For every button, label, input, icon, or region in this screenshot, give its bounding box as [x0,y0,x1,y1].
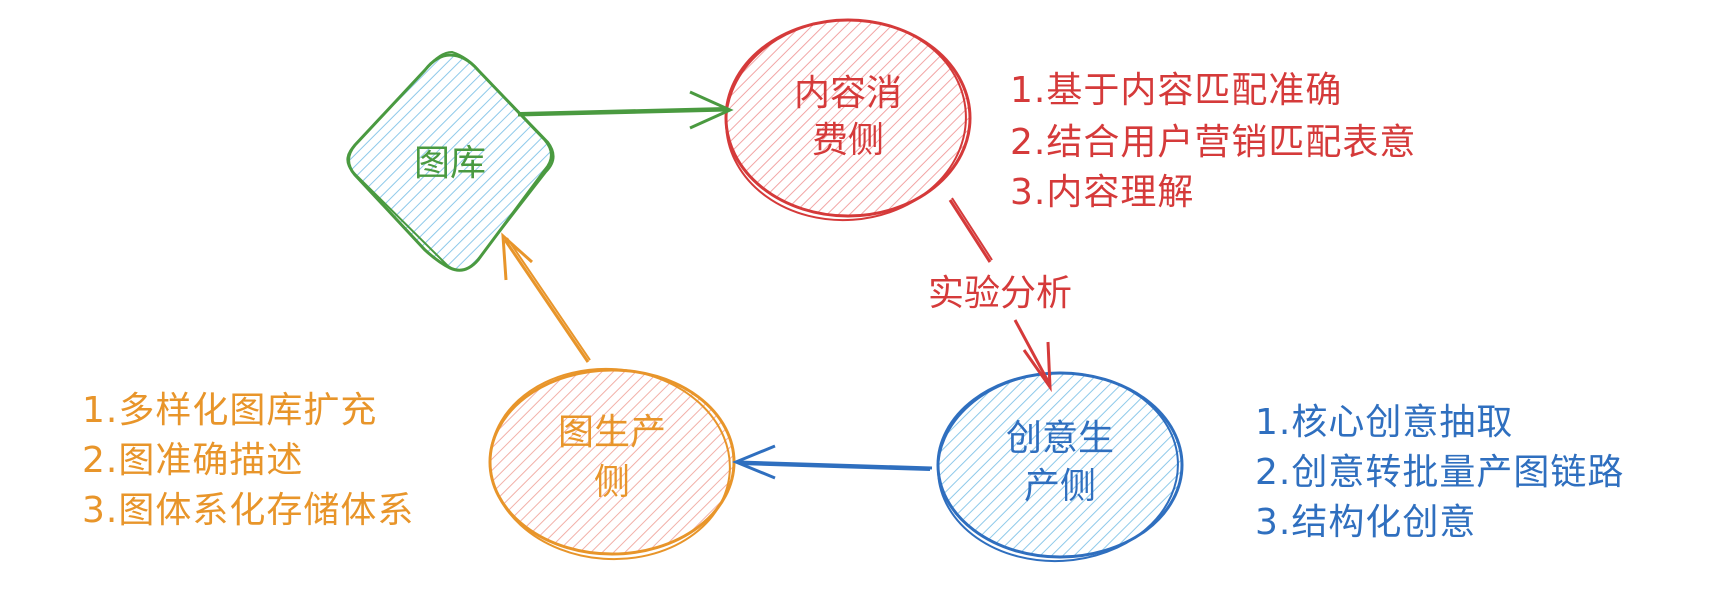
production-node: 图生产 侧 [488,367,736,561]
consumption-list-item: 3.内容理解 [1010,172,1194,213]
creative-node: 创意生 产侧 [936,371,1184,563]
creative-list: 1.核心创意抽取 2.创意转批量产图链路 3.结构化创意 [1255,402,1624,543]
gallery-node: 图库 [346,50,555,272]
consumption-node: 内容消 费侧 [724,18,972,222]
creative-list-item: 1.核心创意抽取 [1255,402,1513,443]
arrow-production-to-gallery [501,232,591,363]
creative-label-line2: 产侧 [1024,466,1096,507]
arrow-consumption-to-creative: 实验分析 [928,197,1072,393]
creative-list-item: 2.创意转批量产图链路 [1255,452,1624,493]
production-label-line2: 侧 [594,462,630,503]
production-list-item: 2.图准确描述 [82,440,303,481]
experiment-label: 实验分析 [928,273,1072,314]
creative-list-item: 3.结构化创意 [1255,502,1476,543]
consumption-list-item: 2.结合用户营销匹配表意 [1010,122,1416,163]
production-label-line1: 图生产 [558,412,666,453]
consumption-list: 1.基于内容匹配准确 2.结合用户营销匹配表意 3.内容理解 [1010,70,1416,213]
creative-label-line1: 创意生 [1006,418,1114,459]
consumption-label-line1: 内容消 [794,73,902,114]
arrow-creative-to-production [732,444,933,480]
production-list-item: 3.图体系化存储体系 [82,490,414,531]
consumption-label-line2: 费侧 [812,120,884,161]
arrow-gallery-to-consumption [517,90,734,130]
production-list: 1.多样化图库扩充 2.图准确描述 3.图体系化存储体系 [82,390,414,531]
production-list-item: 1.多样化图库扩充 [82,390,377,431]
consumption-list-item: 1.基于内容匹配准确 [1010,70,1342,111]
gallery-label: 图库 [414,143,486,184]
